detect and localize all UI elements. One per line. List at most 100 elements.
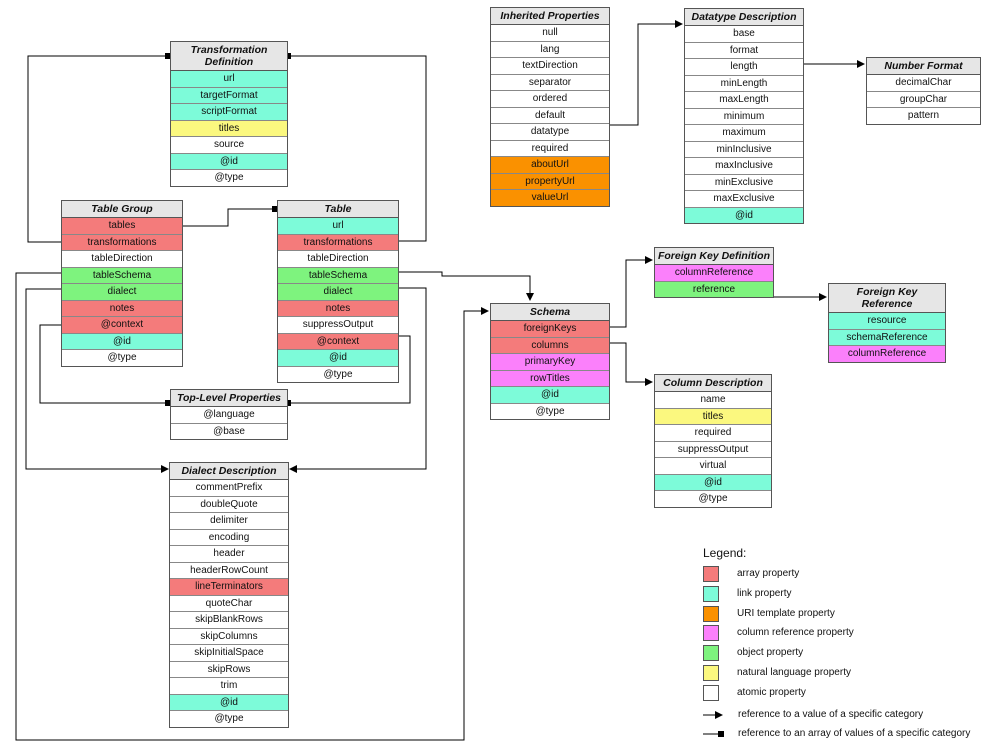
property-row: propertyUrl [491, 173, 609, 190]
legend: Legend: [703, 546, 746, 566]
property-row: @id [171, 153, 287, 170]
property-row: tableSchema [278, 267, 398, 284]
legend-swatch [703, 684, 719, 701]
property-row: minimum [685, 108, 803, 125]
property-row: null [491, 25, 609, 42]
property-row: resource [829, 313, 945, 330]
property-row: skipInitialSpace [170, 645, 288, 662]
property-row: foreignKeys [491, 321, 609, 338]
legend-title: Legend: [703, 546, 747, 560]
property-row: @type [171, 170, 287, 186]
property-row: @language [171, 407, 287, 424]
connector-tablegroup-dialect-to-dialect [25, 288, 169, 473]
property-row: delimiter [170, 513, 288, 530]
connector-tablegroup-context-to-toplevel [39, 324, 169, 404]
connector-tablegroup-transformations-to-transformation [27, 55, 170, 243]
property-row: @type [278, 366, 398, 382]
property-row: primaryKey [491, 354, 609, 371]
legend-swatch [703, 665, 719, 681]
property-row: @type [62, 350, 182, 366]
property-row: aboutUrl [491, 157, 609, 174]
property-row: lang [491, 41, 609, 58]
legend-arrow-value-label: reference to a value of a specific categ… [738, 709, 924, 720]
property-row: dialect [62, 284, 182, 301]
legend-item-label: array property [737, 568, 800, 579]
property-row: source [171, 137, 287, 154]
connector-schema-foreignkeys-to-fkdef [609, 256, 653, 328]
legend-swatch [703, 625, 719, 642]
property-row: tableSchema [62, 267, 182, 284]
property-row: @id [170, 694, 288, 711]
property-row: maxExclusive [685, 191, 803, 208]
property-row: columnReference [829, 346, 945, 362]
property-row: schemaReference [829, 329, 945, 346]
property-row: maxInclusive [685, 158, 803, 175]
property-row: tableDirection [278, 251, 398, 268]
property-row: doubleQuote [170, 496, 288, 513]
property-row: titles [171, 120, 287, 137]
connector-tablegroup-tableschema-to-schema [15, 272, 489, 741]
connector-square-marker [165, 53, 171, 59]
legend-square-marker [718, 731, 724, 737]
legend-item-label: object property [737, 647, 804, 659]
property-row: suppressOutput [278, 317, 398, 334]
legend-item-label: URI template property [737, 607, 835, 619]
box-title: Inherited Properties [491, 8, 609, 25]
property-row: dialect [278, 284, 398, 301]
box-title: Foreign Key Reference [829, 284, 945, 313]
property-row: virtual [655, 458, 771, 475]
property-row: minInclusive [685, 141, 803, 158]
property-row: @id [278, 350, 398, 367]
property-row: base [685, 26, 803, 43]
connector-tablegroup-tables-to-table [182, 208, 276, 227]
property-row: tableDirection [62, 251, 182, 268]
property-row: transformations [62, 234, 182, 251]
property-row: header [170, 546, 288, 563]
connector-square-marker [272, 206, 278, 212]
property-row: @base [171, 423, 287, 439]
legend-item-label: natural language property [737, 667, 851, 678]
property-row: maxLength [685, 92, 803, 109]
property-row: @context [62, 317, 182, 334]
property-row: minExclusive [685, 174, 803, 191]
property-row: url [278, 218, 398, 235]
legend-swatch [703, 566, 719, 582]
property-row: @type [491, 403, 609, 419]
legend-swatch [703, 605, 719, 622]
connector-table-context-to-toplevel [288, 335, 411, 404]
property-row: @id [62, 333, 182, 350]
connector-square-marker [285, 53, 291, 59]
property-row: rowTitles [491, 370, 609, 387]
box-title: Number Format [867, 58, 980, 75]
box-title: Foreign Key Definition [655, 248, 773, 265]
property-row: name [655, 392, 771, 409]
property-row: groupChar [867, 91, 980, 108]
box-title: Datatype Description [685, 9, 803, 26]
property-row: skipRows [170, 661, 288, 678]
property-row: @id [655, 474, 771, 491]
property-row: separator [491, 74, 609, 91]
connector-square-marker [165, 400, 171, 406]
property-row: targetFormat [171, 87, 287, 104]
property-row: decimalChar [867, 75, 980, 92]
property-row: reference [655, 281, 773, 297]
property-row: @type [655, 491, 771, 507]
property-row: ordered [491, 91, 609, 108]
box-title: Column Description [655, 375, 771, 392]
property-row: @type [170, 711, 288, 727]
property-row: suppressOutput [655, 441, 771, 458]
property-row: required [491, 140, 609, 157]
property-row: skipBlankRows [170, 612, 288, 629]
property-row: commentPrefix [170, 480, 288, 497]
property-row: headerRowCount [170, 562, 288, 579]
connector-inherited-datatype-to-datatype [609, 20, 683, 126]
connector-table-transformations-to-transformation [288, 55, 427, 242]
property-row: valueUrl [491, 190, 609, 206]
